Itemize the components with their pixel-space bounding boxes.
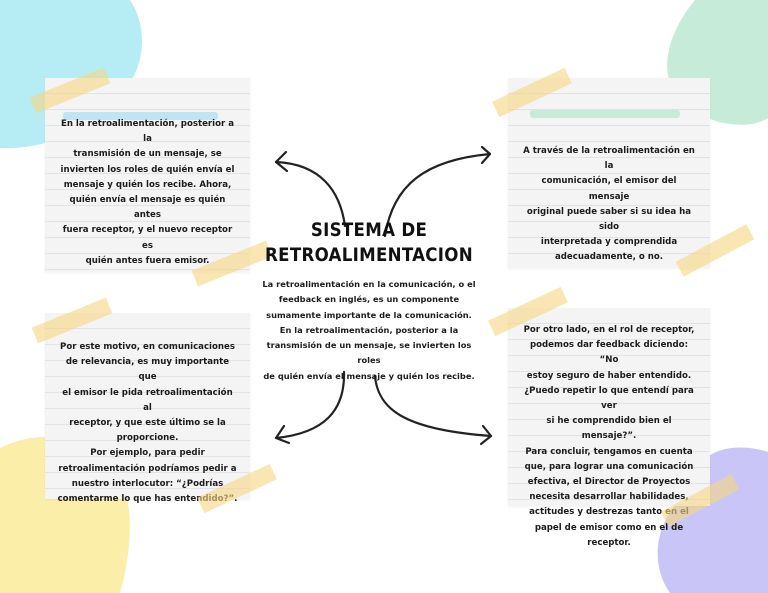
lavender-blob — [657, 447, 768, 593]
note-card-top-right: A través de la retroalimentación en la c… — [508, 78, 710, 268]
arrowhead — [480, 145, 492, 165]
diagram-title: SISTEMA DE RETROALIMENTACION — [265, 220, 473, 266]
arrow-bottom-left — [274, 370, 346, 440]
note-text-top-right: A través de la retroalimentación en la c… — [523, 146, 695, 263]
arrowhead — [479, 424, 493, 446]
green-highlight — [530, 110, 680, 118]
note-text-bottom-right: Por otro lado, en el rol de receptor, po… — [523, 325, 695, 548]
note-text-top-left: En la retroalimentación, posterior a la … — [60, 119, 235, 266]
arrow-bottom-right — [373, 374, 493, 438]
arrow-top-left — [274, 160, 347, 228]
arrowhead — [274, 424, 291, 445]
blue-highlight — [63, 112, 218, 120]
arrow-top-right — [383, 152, 492, 238]
note-card-top-left: En la retroalimentación, posterior a la … — [45, 78, 250, 272]
arrowhead — [274, 150, 289, 173]
note-text-bottom-left: Por este motivo, en comunicaciones de re… — [57, 342, 238, 505]
note-card-bottom-left: Por este motivo, en comunicaciones de re… — [45, 313, 250, 504]
note-card-bottom-right: Por otro lado, en el rol de receptor, po… — [508, 308, 710, 548]
center-description: La retroalimentación en la comunicación,… — [262, 279, 476, 381]
